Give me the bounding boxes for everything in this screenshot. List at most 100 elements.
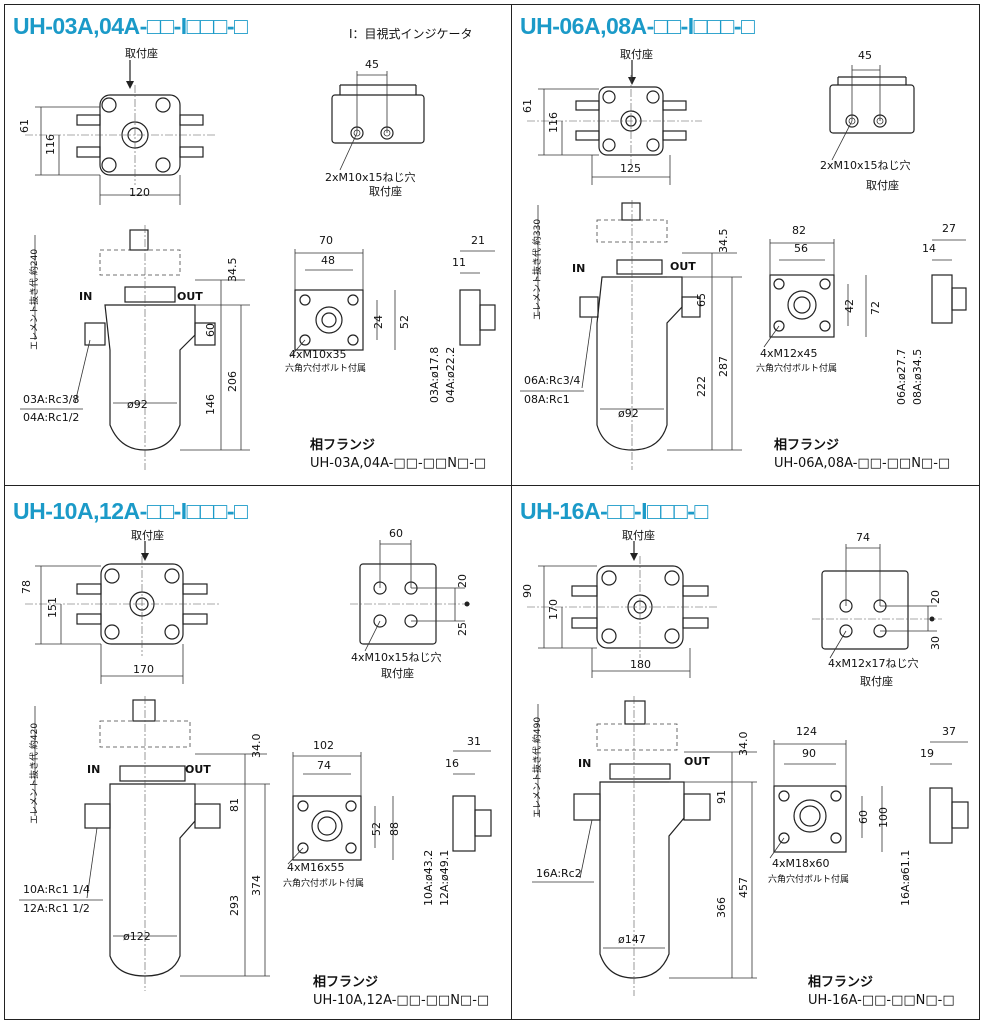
panel-uh-16a: UH-16A-□□-I□□□-□: [511, 485, 980, 1020]
flange-t1: 37: [942, 725, 956, 738]
flange-w1: 82: [792, 224, 806, 237]
mount-pitch: 45: [365, 58, 379, 71]
port-out: OUT: [185, 763, 211, 776]
flange-h2: 72: [869, 301, 882, 315]
dim-d3: 206: [226, 371, 239, 392]
mount-detail-label: 取付座: [381, 667, 414, 680]
flange-bolt-note: 六角穴付ボルト付属: [283, 879, 365, 889]
mount-label: 取付座: [131, 529, 164, 542]
top-height-a: 61: [521, 99, 534, 113]
dim-d3: 374: [250, 875, 263, 896]
port-size-1: 16A:Rc2: [536, 867, 582, 880]
dim-d4: 146: [204, 394, 217, 415]
top-width: 125: [620, 162, 641, 175]
mount-h2: 25: [456, 622, 469, 636]
panel-title: UH-03A,04A-□□-I□□□-□: [13, 13, 248, 39]
top-height-b: 170: [547, 599, 560, 620]
body-diameter: ø92: [127, 398, 148, 411]
flange-bolts: 4xM18x60: [772, 857, 830, 870]
flange-w2: 74: [317, 759, 331, 772]
flange-dia-2: 12A:ø49.1: [438, 849, 451, 906]
flange-bolts: 4xM16x55: [287, 861, 345, 874]
flange-dia-1: 03A:ø17.8: [428, 346, 441, 403]
port-size-1: 10A:Rc1 1/4: [23, 883, 90, 896]
mount-pitch: 74: [856, 531, 870, 544]
panel-uh-10a-12a: UH-10A,12A-□□-I□□□-□: [4, 485, 512, 1020]
flange-bolt-note: 六角穴付ボルト付属: [756, 364, 838, 374]
flange-bolts: 4xM12x45: [760, 347, 818, 360]
element-clearance: エレメント抜き代 約330: [533, 218, 543, 320]
dim-d4: 366: [715, 897, 728, 918]
flange-model: UH-10A,12A-□□-□□N□-□: [313, 993, 490, 1008]
port-size-1: 03A:Rc3/8: [23, 393, 80, 406]
mount-label: 取付座: [125, 47, 158, 60]
flange-dia-2: 04A:ø22.2: [444, 346, 457, 403]
drawing-lines: [527, 541, 969, 996]
element-clearance: エレメント抜き代 約490: [533, 716, 543, 818]
top-height-a: 61: [18, 119, 31, 133]
mount-pitch: 60: [389, 527, 403, 540]
flange-t2: 19: [920, 747, 934, 760]
mount-detail-label: 取付座: [860, 675, 893, 688]
flange-h2: 100: [877, 807, 890, 828]
flange-bolt-note: 六角穴付ボルト付属: [768, 875, 850, 885]
port-size-1: 06A:Rc3/4: [524, 374, 581, 387]
dim-d2: 81: [228, 798, 241, 812]
flange-h1: 60: [857, 810, 870, 824]
panel-title: UH-16A-□□-I□□□-□: [520, 498, 708, 524]
top-height-b: 151: [46, 597, 59, 618]
flange-w1: 70: [319, 234, 333, 247]
body-diameter: ø147: [618, 933, 646, 946]
mount-label: 取付座: [620, 48, 653, 61]
top-height-a: 90: [521, 584, 534, 598]
panel-uh-06a-08a: UH-06A,08A-□□-I□□□-□: [511, 4, 980, 486]
mount-detail-label: 取付座: [866, 179, 899, 192]
top-width: 170: [133, 663, 154, 676]
flange-title: 相フランジ: [808, 975, 874, 990]
dim-d2: 60: [204, 323, 217, 337]
port-out: OUT: [670, 260, 696, 273]
top-width: 120: [129, 186, 150, 199]
flange-dia-2: 08A:ø34.5: [911, 348, 924, 405]
mount-holes: 2xM10x15ねじ穴: [820, 159, 911, 172]
flange-h1: 42: [843, 299, 856, 313]
dim-d2: 65: [695, 293, 708, 307]
drawing-lines: [19, 540, 492, 991]
flange-t1: 21: [471, 234, 485, 247]
dim-d1: 34.5: [226, 257, 239, 283]
flange-t2: 16: [445, 757, 459, 770]
port-in: IN: [578, 757, 592, 770]
flange-t2: 11: [452, 256, 466, 269]
flange-w2: 90: [802, 747, 816, 760]
flange-t1: 31: [467, 735, 481, 748]
top-width: 180: [630, 658, 651, 671]
dim-d2: 91: [715, 790, 728, 804]
panel-uh-03a-04a: UH-03A,04A-□□-I□□□-□ I：目視式インジケータ: [4, 4, 512, 486]
port-size-2: 08A:Rc1: [524, 393, 570, 406]
element-clearance: エレメント抜き代 約240: [30, 248, 40, 350]
top-height-b: 116: [44, 134, 57, 155]
body-diameter: ø122: [123, 930, 151, 943]
flange-title: 相フランジ: [310, 438, 376, 453]
mount-detail-label: 取付座: [369, 185, 402, 198]
flange-t1: 27: [942, 222, 956, 235]
flange-model: UH-06A,08A-□□-□□N□-□: [774, 456, 951, 471]
dim-d1: 34.5: [717, 228, 730, 254]
mount-holes: 2xM10x15ねじ穴: [325, 171, 416, 184]
flange-bolts: 4xM10x35: [289, 348, 347, 361]
port-out: OUT: [684, 755, 710, 768]
flange-w2: 56: [794, 242, 808, 255]
flange-title: 相フランジ: [313, 975, 379, 990]
flange-h2: 88: [388, 822, 401, 836]
mount-holes: 4xM10x15ねじ穴: [351, 651, 442, 664]
dim-d4: 293: [228, 895, 241, 916]
flange-bolt-note: 六角穴付ボルト付属: [285, 364, 367, 374]
drawing-lines: [20, 60, 496, 470]
port-in: IN: [79, 290, 93, 303]
flange-t2: 14: [922, 242, 936, 255]
dim-d1: 34.0: [250, 733, 263, 759]
top-height-a: 78: [20, 580, 33, 594]
drawing-lines: [520, 60, 967, 470]
flange-h1: 24: [372, 315, 385, 329]
